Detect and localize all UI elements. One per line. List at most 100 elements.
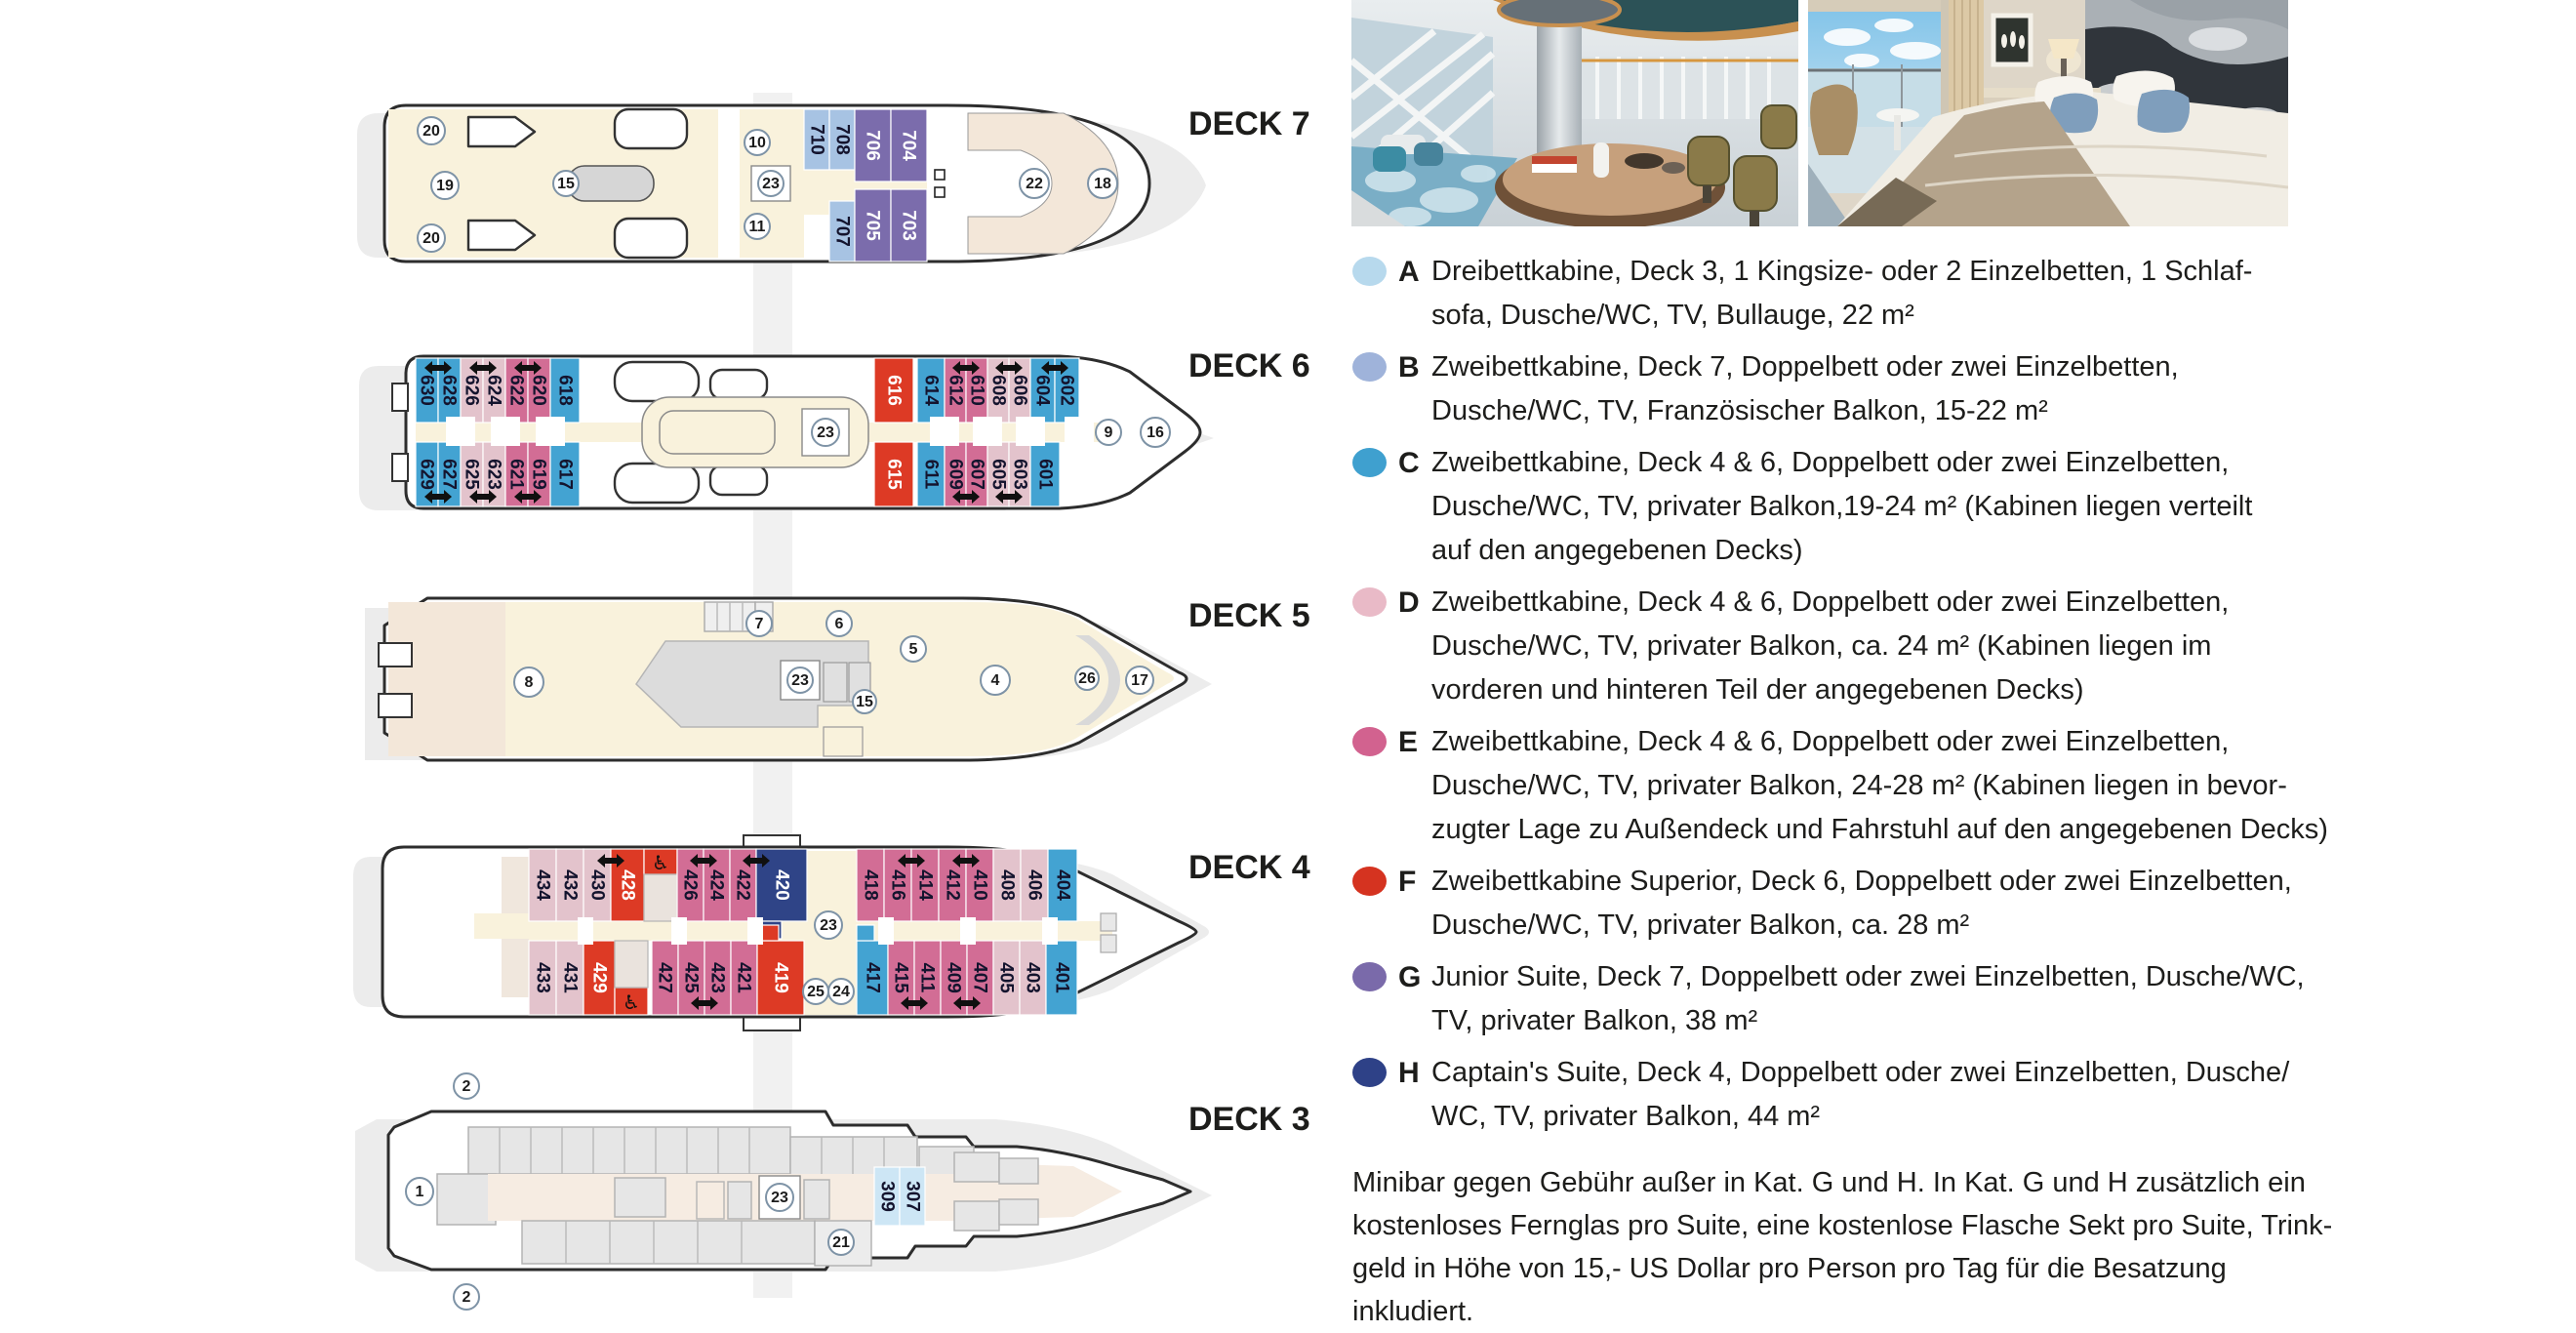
- service-box: [614, 940, 649, 989]
- category-letter: B: [1398, 351, 1420, 384]
- cabin: 428: [610, 848, 678, 922]
- deck-marker: 26: [1074, 666, 1100, 691]
- svg-text:627: 627: [439, 459, 460, 490]
- deck-label: DECK 5: [1188, 597, 1310, 634]
- svg-text:404: 404: [1053, 869, 1073, 901]
- corridor-connector: [747, 917, 763, 945]
- deck-marker: 9: [1095, 419, 1122, 446]
- deck-marker: 23: [765, 1183, 794, 1212]
- svg-text:23: 23: [762, 176, 780, 192]
- lifeboat-shape: [466, 115, 537, 148]
- category-color-dot: [1352, 867, 1387, 896]
- corridor-stub: [474, 913, 529, 939]
- funnel: [567, 165, 655, 202]
- svg-text:621: 621: [506, 459, 527, 490]
- category-description: Captain's Suite, Deck 4, Doppelbett oder…: [1431, 1057, 2290, 1132]
- svg-text:602: 602: [1057, 375, 1077, 406]
- svg-text:603: 603: [1010, 459, 1030, 490]
- svg-text:7: 7: [755, 616, 764, 632]
- cabin: 704: [890, 108, 928, 182]
- cabin: 706: [854, 108, 892, 182]
- connecting-cabins-arrow-icon: [424, 361, 1068, 504]
- bow-step: [1100, 912, 1117, 932]
- svg-text:18: 18: [1094, 176, 1111, 192]
- cabin: 707: [828, 200, 856, 263]
- deck-marker: 18: [1087, 168, 1118, 199]
- svg-text:408: 408: [997, 869, 1018, 901]
- cabin: 309: [873, 1166, 901, 1227]
- cabin: 419: [756, 924, 805, 1016]
- machinery-rooms: [467, 1126, 791, 1175]
- cabin: 630: [415, 357, 439, 424]
- svg-text:706: 706: [863, 130, 883, 161]
- deck-6-plan: 630 628 626 624 622 620 618 629 627 625 …: [359, 354, 1214, 510]
- svg-text:611: 611: [921, 460, 942, 490]
- deck-label: DECK 7: [1188, 105, 1310, 142]
- svg-text:410: 410: [970, 869, 990, 901]
- deck-marker: 4: [980, 665, 1011, 696]
- corridor-connector: [536, 417, 565, 446]
- svg-text:422: 422: [733, 869, 753, 901]
- svg-text:623: 623: [484, 459, 504, 490]
- category-description: Junior Suite, Deck 7, Doppelbett oder zw…: [1431, 961, 2305, 1036]
- service-box: [823, 662, 848, 703]
- deck-4-plan: 434 432 430 428 426 424 422 420 433 431 …: [353, 834, 1209, 1031]
- svg-text:2: 2: [463, 1078, 471, 1095]
- legend-item: D Zweibettkabine, Deck 4 & 6, Doppelbett…: [1352, 581, 2367, 712]
- svg-text:21: 21: [832, 1234, 850, 1251]
- deck-7-plan: 710 708 706 704 707 705 703 20 19 20 15 …: [357, 103, 1206, 263]
- svg-text:704: 704: [899, 130, 919, 161]
- svg-text:407: 407: [970, 962, 990, 993]
- svg-text:614: 614: [921, 375, 942, 406]
- svg-text:20: 20: [423, 123, 440, 140]
- svg-text:604: 604: [1032, 375, 1053, 406]
- cabin-category-legend: A Dreibettkabine, Deck 3, 1 Kingsize- od…: [1352, 250, 2367, 1147]
- category-letter: H: [1398, 1057, 1420, 1089]
- svg-text:608: 608: [988, 375, 1009, 406]
- deck-marker: 6: [825, 610, 853, 637]
- svg-text:606: 606: [1010, 375, 1030, 406]
- svg-text:16: 16: [1147, 424, 1164, 441]
- svg-text:708: 708: [832, 124, 853, 155]
- lifeboat-shape: [466, 219, 537, 252]
- category-letter: D: [1398, 586, 1420, 619]
- legend-item: F Zweibettkabine Superior, Deck 6, Doppe…: [1352, 860, 2367, 948]
- svg-text:607: 607: [967, 459, 987, 490]
- lifeboat-shape: [708, 464, 769, 497]
- machinery-rooms: [521, 1220, 816, 1265]
- svg-text:405: 405: [996, 962, 1017, 993]
- svg-text:22: 22: [1026, 176, 1043, 192]
- cabin: 611: [916, 441, 946, 507]
- cabin: 408: [992, 848, 1022, 922]
- svg-text:417: 417: [863, 962, 883, 993]
- deck-marker: 20: [417, 116, 446, 145]
- svg-text:1: 1: [416, 1184, 424, 1200]
- deck-marker: 5: [900, 635, 927, 663]
- svg-text:626: 626: [462, 375, 482, 406]
- deck-marker: 10: [744, 129, 771, 156]
- svg-text:17: 17: [1131, 672, 1148, 689]
- deck-5-plan: 8 7 6 5 23 15 4 26 17: [365, 596, 1212, 762]
- cabin: 710: [803, 108, 830, 171]
- wheelchair-icon: ♿: [652, 851, 669, 874]
- svg-text:605: 605: [988, 459, 1009, 490]
- svg-text:20: 20: [423, 230, 440, 247]
- door-mark: [934, 169, 946, 181]
- cabin: 427: [651, 940, 679, 1016]
- svg-text:2: 2: [463, 1289, 471, 1306]
- svg-text:710: 710: [807, 124, 827, 155]
- legend-item: C Zweibettkabine, Deck 4 & 6, Doppelbett…: [1352, 441, 2367, 573]
- svg-text:5: 5: [909, 641, 918, 658]
- service-box: [614, 1177, 666, 1218]
- category-color-dot: [1352, 587, 1387, 617]
- corridor-connector: [1065, 417, 1094, 446]
- svg-text:707: 707: [832, 216, 853, 247]
- svg-text:612: 612: [946, 375, 966, 406]
- deck-marker: 23: [814, 910, 843, 940]
- svg-text:403: 403: [1023, 962, 1043, 993]
- legend-item: G Junior Suite, Deck 7, Doppelbett oder …: [1352, 955, 2367, 1043]
- service-box: [696, 1181, 725, 1220]
- cabin: 705: [854, 188, 892, 263]
- category-description: Zweibettkabine, Deck 4 & 6, Doppelbett o…: [1431, 726, 2328, 845]
- service-box: [803, 1179, 830, 1220]
